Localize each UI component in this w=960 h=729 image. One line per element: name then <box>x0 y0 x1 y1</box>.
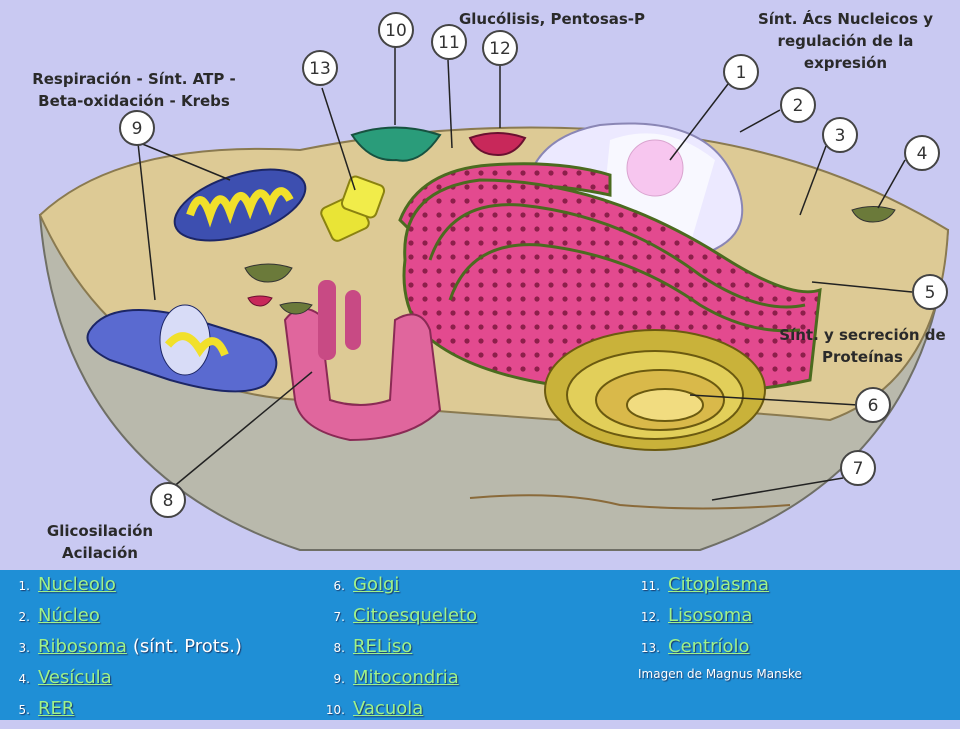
annotation-glycosylation: Glicosilación Acilación <box>46 522 154 562</box>
legend-number: 1. <box>18 579 30 593</box>
legend-number: 4. <box>18 672 30 686</box>
legend-number: 7. <box>333 610 345 624</box>
legend-panel: 1. Nucleolo 2. Núcleo 3. Ribosoma(sínt. Prots… <box>0 570 960 720</box>
annotation-glycolysis: Glucólisis, Pentosas-P <box>458 10 646 28</box>
vesicle <box>244 263 293 283</box>
svg-text:11: 11 <box>438 33 460 53</box>
svg-text:9: 9 <box>132 119 143 139</box>
svg-text:2: 2 <box>793 96 804 116</box>
legend-link[interactable]: Citoesqueleto <box>353 605 478 626</box>
image-credit: Imagen de Magnus Manske <box>638 667 802 681</box>
legend-number: 5. <box>18 703 30 717</box>
legend-row: 5. RER <box>0 698 242 729</box>
legend-link[interactable]: RELiso <box>353 636 413 657</box>
svg-text:3: 3 <box>835 126 846 146</box>
legend-row: 3. Ribosoma(sínt. Prots.) <box>0 636 242 667</box>
legend-row: 4. Vesícula <box>0 667 242 698</box>
callout-circles <box>119 12 948 518</box>
legend-row: 11. Citoplasma <box>630 574 769 605</box>
legend-row: 2. Núcleo <box>0 605 242 636</box>
svg-text:4: 4 <box>917 144 928 164</box>
svg-text:1: 1 <box>736 63 747 83</box>
annotation-nucleic-acids: Sínt. Ács Nucleicos y regulación de la e… <box>757 10 934 72</box>
lysosome <box>247 295 273 307</box>
legend-column-1: 1. Nucleolo 2. Núcleo 3. Ribosoma(sínt. Prots… <box>0 574 242 729</box>
legend-link[interactable]: Ribosoma <box>38 636 127 657</box>
legend-number: 8. <box>333 641 345 655</box>
svg-text:13: 13 <box>309 59 331 79</box>
legend-number: 11. <box>640 579 660 593</box>
legend-row: 10. Vacuola <box>315 698 477 729</box>
centriole <box>320 175 386 242</box>
legend-link[interactable]: Nucleolo <box>38 574 116 595</box>
vesicle <box>279 302 313 315</box>
legend-row: 6. Golgi <box>315 574 477 605</box>
vesicle <box>851 206 896 223</box>
legend-link[interactable]: Mitocondria <box>353 667 459 688</box>
legend-number: 12. <box>640 610 660 624</box>
legend-link[interactable]: Vesícula <box>38 667 112 688</box>
smooth-er <box>283 280 442 442</box>
legend-column-3: 11. Citoplasma 12. Lisosoma 13. Centríolo <box>630 574 769 667</box>
legend-row: 8. RELiso <box>315 636 477 667</box>
legend-row: 1. Nucleolo <box>0 574 242 605</box>
legend-row: 9. Mitocondria <box>315 667 477 698</box>
annotation-respiration: Respiración - Sínt. ATP - Beta-oxidación… <box>32 70 236 110</box>
legend-link[interactable]: Centríolo <box>668 636 750 657</box>
mitochondrion-top <box>173 168 307 242</box>
leader-lines <box>137 45 913 501</box>
legend-number: 3. <box>18 641 30 655</box>
svg-text:10: 10 <box>385 21 407 41</box>
legend-number: 13. <box>640 641 660 655</box>
legend-row: 7. Citoesqueleto <box>315 605 478 636</box>
legend-row: 13. Centríolo <box>630 636 769 667</box>
svg-text:6: 6 <box>868 396 879 416</box>
callout-numbers: 1 2 3 4 5 6 7 8 9 10 11 12 13 <box>132 21 936 511</box>
svg-text:12: 12 <box>489 39 511 59</box>
cell-diagram: 1 2 3 4 5 6 7 8 9 10 11 12 13 <box>38 12 950 551</box>
legend-link[interactable]: Vacuola <box>353 698 424 719</box>
legend-link[interactable]: Lisosoma <box>668 605 753 626</box>
golgi <box>544 329 766 451</box>
legend-link[interactable]: Núcleo <box>38 605 100 626</box>
legend-link[interactable]: RER <box>38 698 75 719</box>
legend-note: (sínt. Prots.) <box>132 636 242 657</box>
legend-number: 6. <box>333 579 345 593</box>
mitochondrion-bottom <box>86 304 278 393</box>
legend-link[interactable]: Citoplasma <box>668 574 770 595</box>
svg-text:8: 8 <box>163 491 174 511</box>
lysosome <box>468 132 527 157</box>
legend-number: 10. <box>325 703 345 717</box>
legend-link[interactable]: Golgi <box>353 574 400 595</box>
legend-number: 9. <box>333 672 345 686</box>
svg-text:7: 7 <box>853 459 864 479</box>
annotation-proteins: Sínt. y secreción de Proteínas <box>779 326 946 366</box>
cytoskeleton <box>469 494 791 510</box>
nucleolus <box>626 139 684 197</box>
legend-number: 2. <box>18 610 30 624</box>
svg-text:5: 5 <box>925 283 936 303</box>
legend-column-2: 6. Golgi 7. Citoesqueleto 8. RELiso 9. Mitocond… <box>315 574 477 729</box>
legend-row: 12. Lisosoma <box>630 605 769 636</box>
vacuole <box>350 126 442 162</box>
